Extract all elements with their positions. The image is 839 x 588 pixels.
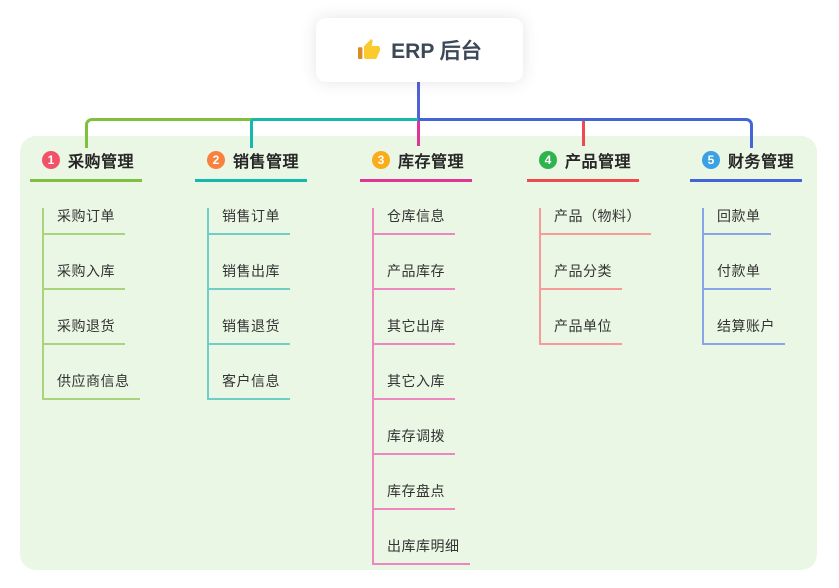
branch-children: 采购订单采购入库采购退货供应商信息 — [42, 208, 142, 400]
modules-panel — [20, 136, 817, 570]
leaf-node[interactable]: 采购入库 — [44, 263, 125, 290]
leaf-node[interactable]: 回款单 — [704, 208, 771, 235]
branch-column-4: 4 产品管理产品（物料） 产品分类产品单位 — [527, 146, 651, 345]
branch-children: 仓库信息产品库存其它出库其它入库库存调拨库存盘点出库库明细 — [372, 208, 472, 565]
branch-column-1: 1 采购管理采购订单采购入库采购退货供应商信息 — [30, 146, 143, 400]
branch-children: 销售订单销售出库销售退货客户信息 — [207, 208, 307, 400]
leaf-node[interactable]: 产品分类 — [541, 263, 622, 290]
leaf-node[interactable]: 供应商信息 — [44, 373, 140, 400]
leaf-node[interactable]: 销售订单 — [209, 208, 290, 235]
branch-children: 回款单付款单结算账户 — [702, 208, 802, 345]
branch-number-badge: 5 — [702, 151, 720, 169]
leaf-node[interactable]: 结算账户 — [704, 318, 785, 345]
leaf-node[interactable]: 仓库信息 — [374, 208, 455, 235]
leaf-node[interactable]: 其它出库 — [374, 318, 455, 345]
branch-title: 产品管理 — [565, 154, 632, 171]
branch-heading-3[interactable]: 3 库存管理 — [360, 146, 473, 182]
root-title: ERP 后台 — [391, 40, 482, 63]
branch-number-badge: 1 — [42, 151, 60, 169]
leaf-node[interactable]: 采购订单 — [44, 208, 125, 235]
branch-column-5: 5 财务管理回款单付款单结算账户 — [690, 146, 803, 345]
leaf-node[interactable]: 产品（物料） — [541, 208, 651, 235]
branch-column-3: 3 库存管理仓库信息产品库存其它出库其它入库库存调拨库存盘点出库库明细 — [360, 146, 473, 565]
leaf-node[interactable]: 其它入库 — [374, 373, 455, 400]
leaf-node[interactable]: 产品单位 — [541, 318, 622, 345]
connector-root-stem — [417, 82, 420, 121]
branch-column-2: 2 销售管理销售订单销售出库销售退货客户信息 — [195, 146, 308, 400]
branch-heading-2[interactable]: 2 销售管理 — [195, 146, 308, 182]
branch-heading-5[interactable]: 5 财务管理 — [690, 146, 803, 182]
thumbs-up-icon — [357, 38, 381, 62]
branch-title: 销售管理 — [233, 154, 300, 171]
branch-heading-1[interactable]: 1 采购管理 — [30, 146, 143, 182]
leaf-node[interactable]: 销售退货 — [209, 318, 290, 345]
branch-title: 采购管理 — [68, 154, 135, 171]
leaf-node[interactable]: 客户信息 — [209, 373, 290, 400]
branch-number-badge: 2 — [207, 151, 225, 169]
leaf-node[interactable]: 销售出库 — [209, 263, 290, 290]
branch-heading-4[interactable]: 4 产品管理 — [527, 146, 640, 182]
leaf-node[interactable]: 库存调拨 — [374, 428, 455, 455]
branch-children: 产品（物料） 产品分类产品单位 — [539, 208, 651, 345]
leaf-node[interactable]: 采购退货 — [44, 318, 125, 345]
root-node[interactable]: ERP 后台 — [316, 18, 523, 82]
branch-number-badge: 4 — [539, 151, 557, 169]
leaf-node[interactable]: 库存盘点 — [374, 483, 455, 510]
branch-title: 库存管理 — [398, 154, 465, 171]
leaf-node[interactable]: 出库库明细 — [374, 538, 470, 565]
branch-number-badge: 3 — [372, 151, 390, 169]
leaf-node[interactable]: 付款单 — [704, 263, 771, 290]
leaf-node[interactable]: 产品库存 — [374, 263, 455, 290]
branch-title: 财务管理 — [728, 154, 795, 171]
